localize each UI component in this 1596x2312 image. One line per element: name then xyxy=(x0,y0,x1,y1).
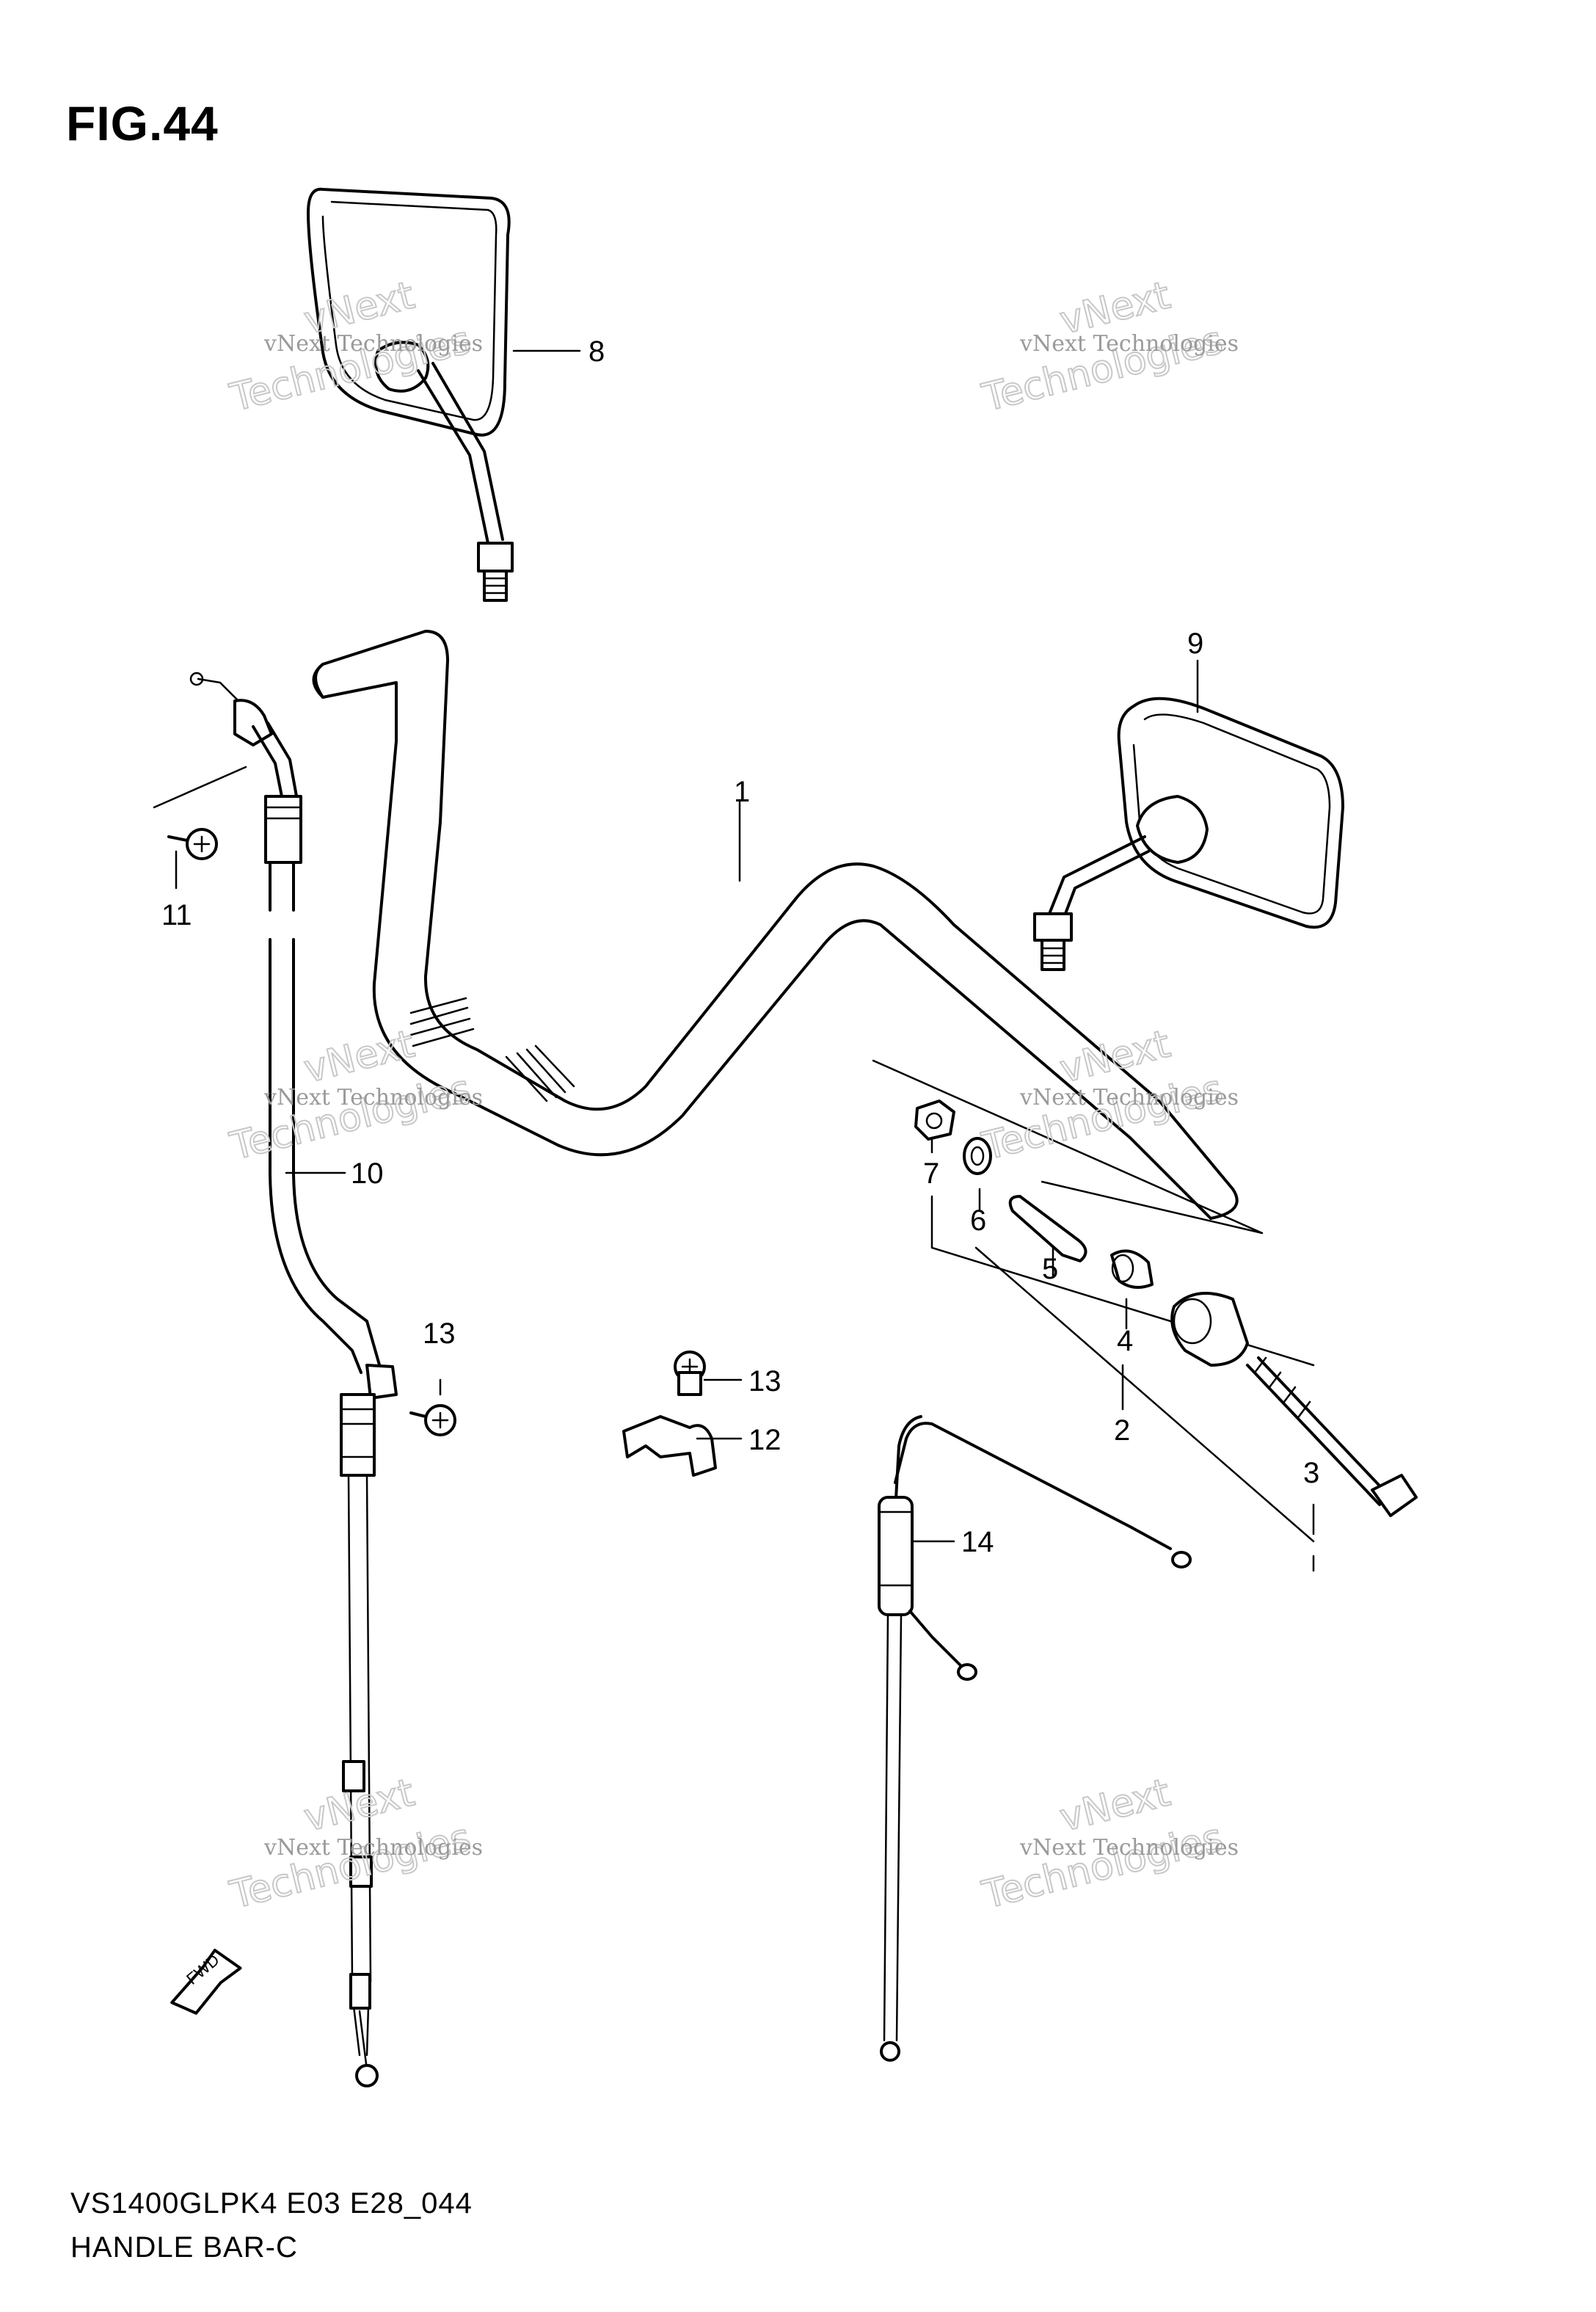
svg-text:vNext Technologies: vNext Technologies xyxy=(263,1835,483,1861)
part-label-13a: 13 xyxy=(748,1365,781,1397)
svg-text:vNext Technologies: vNext Technologies xyxy=(1019,331,1239,357)
watermark-5: vNext Technologies vNext Technologies xyxy=(225,1770,483,1919)
section-name: HANDLE BAR-C xyxy=(70,2231,298,2264)
part-label-7: 7 xyxy=(923,1157,939,1190)
svg-text:vNext Technologies: vNext Technologies xyxy=(1019,1085,1239,1110)
part-label-9: 9 xyxy=(1187,628,1203,660)
knurl-right xyxy=(505,1044,575,1102)
part-label-10: 10 xyxy=(351,1157,384,1190)
part-label-8: 8 xyxy=(589,335,605,368)
fwd-arrow-icon: FWD xyxy=(170,1949,242,2015)
part-label-14: 14 xyxy=(961,1526,994,1558)
watermark-6: vNext Technologies vNext Technologies xyxy=(977,1770,1239,1919)
svg-text:vNext Technologies: vNext Technologies xyxy=(1019,1835,1239,1861)
part-11-screw xyxy=(153,766,247,860)
part-labels: 1 2 3 4 5 6 7 8 9 10 11 12 13 13 14 xyxy=(161,335,1319,1558)
watermark-3: vNext Technologies vNext Technologies xyxy=(225,1022,483,1170)
part-label-11: 11 xyxy=(161,899,192,931)
knurl-left xyxy=(409,997,475,1047)
leader-lines xyxy=(175,349,1315,1572)
watermarks: vNext Technologies vNext Technologies vN… xyxy=(225,273,1239,1919)
right-mirror xyxy=(1033,697,1344,971)
part-label-4: 4 xyxy=(1117,1325,1133,1357)
part-label-13b: 13 xyxy=(423,1317,456,1350)
left-mirror xyxy=(307,187,514,602)
part-13-screw-left xyxy=(409,1404,456,1436)
svg-text:vNext Technologies: vNext Technologies xyxy=(263,1085,483,1110)
part-label-12: 12 xyxy=(748,1424,781,1456)
clutch-cable xyxy=(189,672,398,2087)
handlebar xyxy=(312,630,1239,1220)
part-label-1: 1 xyxy=(734,776,750,808)
model-code: VS1400GLPK4 E03 E28_044 xyxy=(70,2187,473,2220)
part-12-clamp xyxy=(622,1415,717,1477)
watermark-2: vNext Technologies vNext Technologies xyxy=(977,273,1239,421)
throttle-cable xyxy=(878,1415,1192,2062)
part-13-screw-center xyxy=(674,1351,706,1396)
svg-text:Technologies: Technologies xyxy=(226,1067,475,1169)
svg-text:vNext: vNext xyxy=(300,1022,419,1092)
part-label-6: 6 xyxy=(970,1204,986,1237)
part-label-3: 3 xyxy=(1303,1457,1319,1489)
figure-title: FIG.44 xyxy=(66,96,219,150)
part-label-5: 5 xyxy=(1042,1253,1058,1285)
bar-end-parts xyxy=(914,1099,1418,1517)
part-label-2: 2 xyxy=(1114,1414,1130,1447)
svg-text:vNext Technologies: vNext Technologies xyxy=(263,331,483,357)
